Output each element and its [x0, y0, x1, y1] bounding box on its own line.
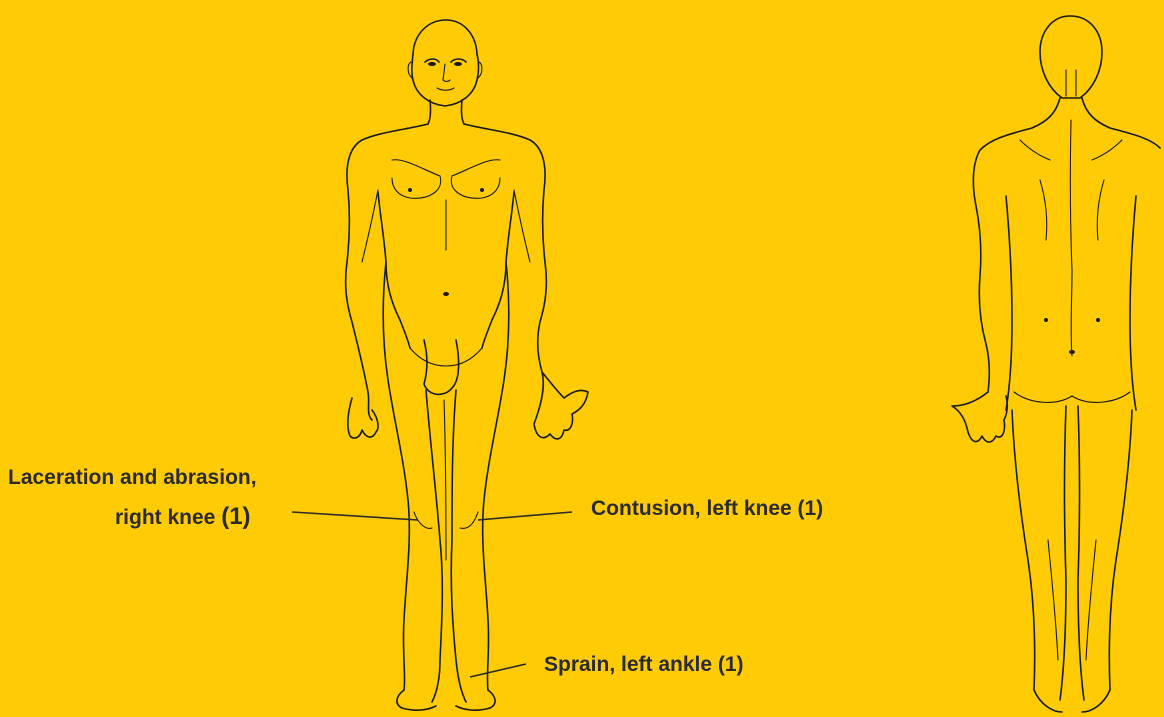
leader-line-left-knee [478, 512, 572, 520]
injury-label-left-knee: Contusion, left knee (1) [591, 495, 823, 523]
injury-label-right-knee-line2: right knee (1) [115, 503, 251, 532]
leader-line-left-ankle [470, 664, 526, 677]
injury-count-right-knee: (1) [221, 503, 250, 530]
front-figure [346, 20, 588, 710]
back-figure [952, 16, 1160, 712]
leader-line-right-knee [292, 512, 418, 520]
injury-label-left-ankle: Sprain, left ankle (1) [544, 651, 744, 679]
injury-label-right-knee-line1: Laceration and abrasion, [8, 464, 257, 492]
injury-location-right-knee: right knee [115, 506, 215, 529]
